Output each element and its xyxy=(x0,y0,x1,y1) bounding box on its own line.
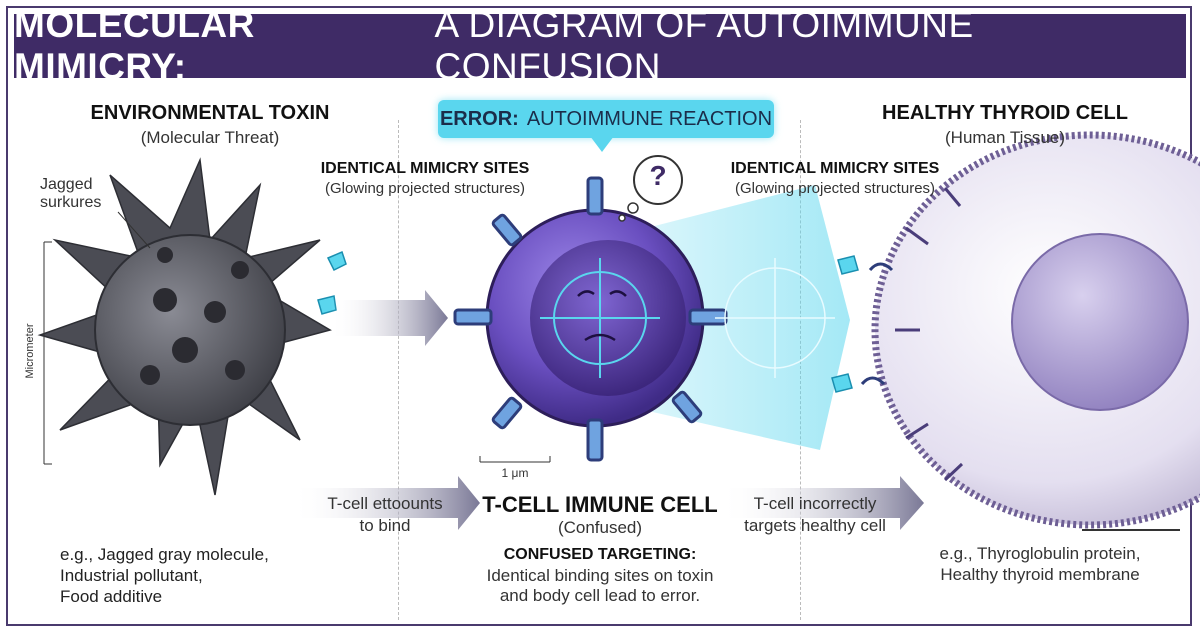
micrometer-scale-bar xyxy=(43,241,52,465)
callout-text-1: Jagged xyxy=(40,176,93,193)
question-mark: ? xyxy=(649,160,667,191)
divider-left xyxy=(398,120,399,620)
toxin-molecule xyxy=(37,157,347,496)
thyroid-example-1: e.g., Thyroglobulin protein, xyxy=(939,544,1141,563)
thyroid-mimicry-sites xyxy=(831,255,859,393)
thyroid-subheading: (Human Tissue) xyxy=(945,128,1065,147)
toxin-examples: e.g., Jagged gray molecule, Industrial p… xyxy=(60,544,269,607)
arrow-toxin-to-tcell xyxy=(330,290,448,346)
toxin-example-3: Food additive xyxy=(60,587,163,606)
right-arrow-label-1: T-cell incorrectly xyxy=(753,494,877,513)
thyroid-cell xyxy=(860,131,1200,529)
error-text: AUTOIMMUNE REACTION xyxy=(526,107,773,130)
um-scale-label: 1 μm xyxy=(501,466,529,480)
targeting-line-2: and body cell lead to error. xyxy=(499,586,701,605)
toxin-example-2: Industrial pollutant, xyxy=(60,566,203,585)
error-banner: ERROR: AUTOIMMUNE REACTION xyxy=(438,100,774,138)
thyroid-mimicry-heading: IDENTICAL MIMICRY SITES xyxy=(730,160,940,177)
arrow-bottom-right xyxy=(720,476,924,530)
beam-crosshair xyxy=(715,258,835,378)
tcell-heading: T-CELL IMMUNE CELL xyxy=(482,492,718,517)
title-rest: A DIAGRAM OF AUTOIMMUNE CONFUSION xyxy=(434,4,974,87)
toxin-heading: ENVIRONMENTAL TOXIN xyxy=(90,102,330,124)
t-cell xyxy=(453,176,728,462)
error-bold: ERROR: xyxy=(439,107,519,130)
toxin-subheading: (Molecular Threat) xyxy=(140,128,280,147)
thyroid-heading: HEALTHY THYROID CELL xyxy=(882,102,1128,124)
toxin-mimicry-sub: (Glowing projected structures) xyxy=(324,180,526,197)
tcell-subheading: (Confused) xyxy=(557,518,643,537)
thyroid-example-2: Healthy thyroid membrane xyxy=(940,565,1140,584)
right-arrow-label-2: targets healthy cell xyxy=(744,516,886,535)
targeting-heading: CONFUSED TARGETING: xyxy=(503,546,697,563)
micrometer-label: Micrometer xyxy=(24,323,36,379)
error-banner-tail xyxy=(590,136,614,152)
targeting-line-1: Identical binding sites on toxin xyxy=(486,566,714,585)
toxin-mimicry-heading: IDENTICAL MIMICRY SITES xyxy=(320,160,530,177)
thought-bubble xyxy=(618,155,683,222)
left-arrow-label-1: T-cell ettoounts xyxy=(327,494,443,513)
thyroid-mimicry-sub: (Glowing projected structures) xyxy=(734,180,936,197)
um-scale-bar xyxy=(479,456,551,463)
left-arrow-label-2: to bind xyxy=(359,516,411,535)
toxin-example-1: e.g., Jagged gray molecule, xyxy=(60,545,269,564)
arrow-bottom-left xyxy=(292,476,480,530)
callout-text-2: surkures xyxy=(40,194,102,211)
title-banner: MOLECULAR MIMICRY: A DIAGRAM OF AUTOIMMU… xyxy=(14,4,1186,87)
title-bold: MOLECULAR MIMICRY: xyxy=(14,4,255,87)
callout-line xyxy=(117,211,151,249)
